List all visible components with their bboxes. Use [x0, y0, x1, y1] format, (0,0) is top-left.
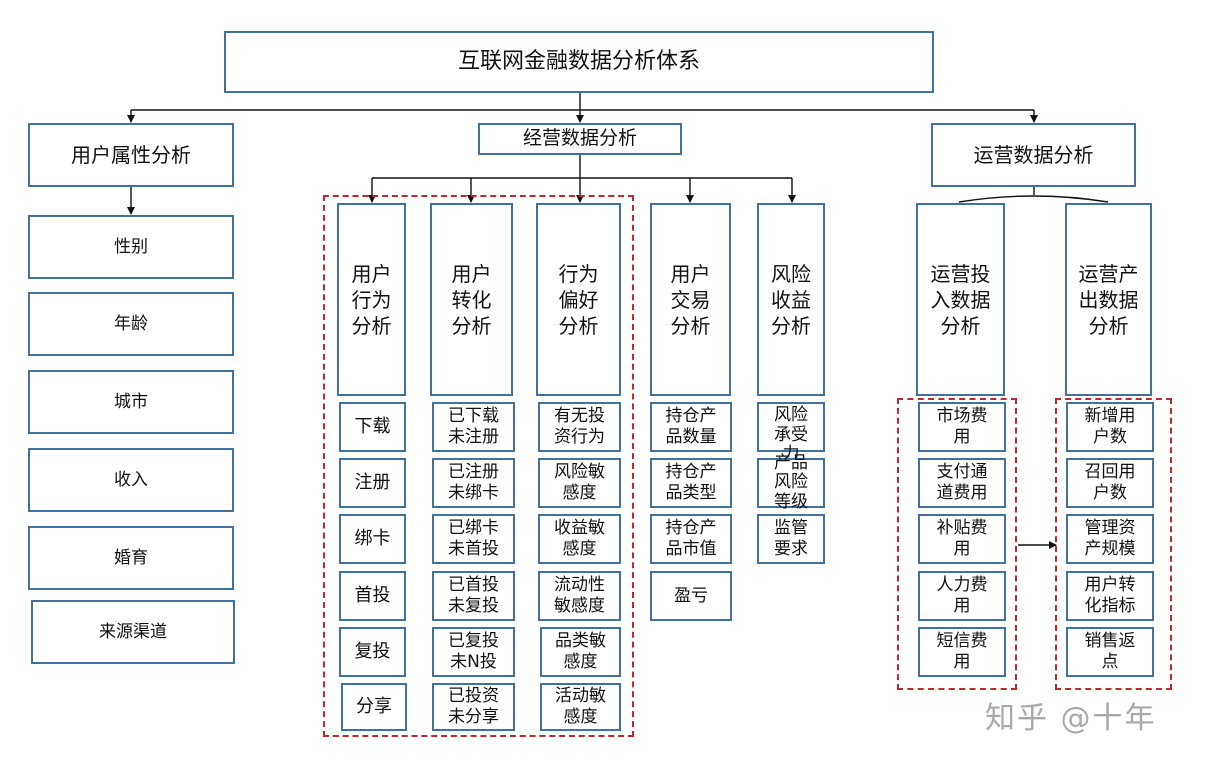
operations-header: 运营数据分析	[931, 123, 1136, 187]
ops-input-item: 支付通 道费用	[918, 458, 1006, 508]
ops-input-item: 市场费 用	[918, 402, 1006, 452]
col4-item: 持仓产 品数量	[650, 402, 732, 452]
col2-item: 已注册 未绑卡	[432, 458, 515, 508]
ops-output-item: 管理资 产规模	[1066, 514, 1154, 564]
attr-item: 婚育	[28, 526, 234, 590]
col2-item: 已复投 未N投	[432, 627, 515, 677]
col1-item: 绑卡	[339, 514, 406, 564]
col3-item: 风险敏 感度	[538, 458, 621, 508]
col1-item: 注册	[339, 458, 406, 508]
col3-item: 活动敏 感度	[540, 683, 621, 731]
col2-item: 已投资 未分享	[432, 683, 515, 731]
ops-output-item: 销售返 点	[1066, 627, 1154, 677]
ops-input-dashed-group	[897, 398, 1017, 690]
operations-title: 运营数据分析	[973, 142, 1094, 167]
col1-item: 下载	[339, 402, 406, 452]
col-header-user-trading: 用户 交易 分析	[650, 203, 731, 396]
col3-item: 流动性 敏感度	[538, 571, 621, 621]
ops-output-header: 运营产 出数据 分析	[1065, 203, 1152, 396]
col4-item: 盈亏	[650, 571, 732, 621]
col-header-user-conversion: 用户 转化 分析	[430, 203, 513, 396]
business-dashed-group	[323, 195, 634, 737]
ops-output-item: 新增用 户数	[1066, 402, 1154, 452]
ops-input-item: 补贴费 用	[918, 514, 1006, 564]
page-title: 互联网金融数据分析体系	[457, 48, 700, 74]
root-title-box: 互联网金融数据分析体系	[224, 31, 934, 93]
ops-output-item: 用户转 化指标	[1066, 571, 1154, 621]
col1-item: 复投	[339, 627, 406, 677]
user-attributes-header: 用户属性分析	[28, 123, 234, 187]
col2-item: 已下载 未注册	[432, 402, 515, 452]
business-title: 经营数据分析	[522, 127, 637, 150]
attr-item: 收入	[28, 448, 234, 512]
attr-item: 来源渠道	[31, 600, 235, 664]
ops-output-dashed-group	[1055, 398, 1172, 690]
col5-item: 监管 要求	[757, 514, 825, 564]
attr-item: 年龄	[28, 292, 234, 356]
ops-input-header: 运营投 入数据 分析	[916, 203, 1005, 396]
col1-item: 分享	[341, 683, 407, 731]
user-attributes-title: 用户属性分析	[71, 142, 191, 167]
col2-item: 已绑卡 未首投	[432, 514, 515, 564]
col-header-behavior-preference: 行为 偏好 分析	[536, 203, 621, 396]
ops-branch	[958, 195, 1109, 203]
col4-item: 持仓产 品市值	[650, 514, 732, 564]
ops-input-item: 人力费 用	[918, 571, 1006, 621]
col1-item: 首投	[339, 571, 406, 621]
ops-output-item: 召回用 户数	[1066, 458, 1154, 508]
col3-item: 品类敏 感度	[540, 627, 621, 677]
business-header: 经营数据分析	[478, 123, 682, 155]
ops-input-item: 短信费 用	[918, 627, 1006, 677]
col3-item: 收益敏 感度	[538, 514, 621, 564]
watermark-text: 知乎 @十年	[985, 701, 1157, 736]
col5-item: 风险 承受 力	[757, 402, 825, 464]
attr-item: 性别	[28, 215, 234, 279]
col4-item: 持仓产 品类型	[650, 458, 732, 508]
col-header-risk-return: 风险 收益 分析	[757, 203, 825, 396]
col2-item: 已首投 未复投	[432, 571, 515, 621]
col5-item: 产品 风险 等级	[757, 454, 825, 511]
col3-item: 有无投 资行为	[538, 402, 621, 452]
col-header-user-behavior: 用户 行为 分析	[337, 203, 406, 396]
attr-item: 城市	[28, 370, 234, 434]
